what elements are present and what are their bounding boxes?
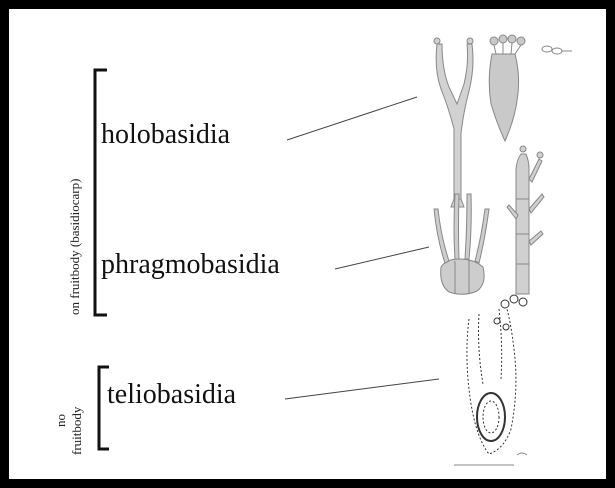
holobasidia-label: holobasidia — [101, 119, 230, 151]
holobasidia-leader-line — [287, 97, 417, 140]
teliobasidia-label: teliobasidia — [107, 379, 236, 411]
no-fruitbody-group-label-line1: no — [53, 414, 69, 427]
club-basidium-drawing — [489, 35, 525, 141]
phragmobasidia-label: phragmobasidia — [101, 249, 280, 281]
teliobasidia-leader-line — [285, 379, 439, 399]
figure-panel: holobasidia phragmobasidia teliobasidia … — [9, 9, 606, 479]
holobasidium-drawing — [434, 38, 473, 207]
teliobasidium-drawing — [454, 295, 527, 465]
phragmobasidium-drawing — [434, 194, 489, 294]
septate-basidium-drawing — [507, 146, 544, 294]
no-fruitbody-group-label-line2: fruitbody — [69, 407, 85, 455]
basidia-illustrations — [9, 9, 606, 479]
spores-drawing — [542, 46, 572, 54]
on-fruitbody-group-label: on fruitbody (basidiocarp) — [67, 179, 83, 315]
phragmobasidia-leader-line — [335, 247, 429, 269]
